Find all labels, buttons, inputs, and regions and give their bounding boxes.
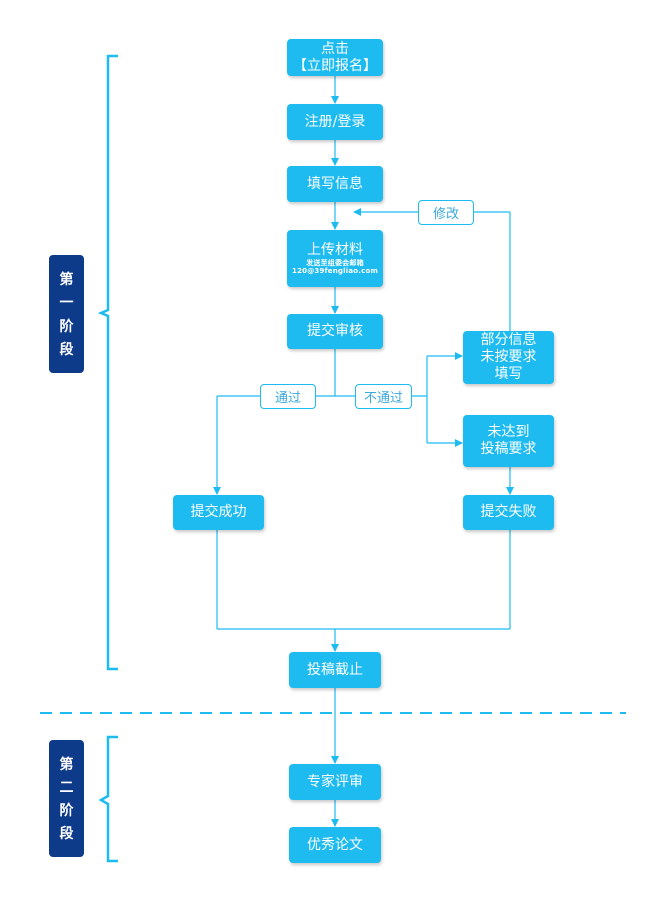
- stage-two-char-3: 阶: [59, 803, 74, 820]
- node-register-text: 注册/登录: [304, 113, 366, 130]
- node-fill-info-text: 填写信息: [307, 175, 363, 192]
- node-excellent-text: 优秀论文: [307, 836, 363, 853]
- node-expert-review: 专家评审: [289, 764, 381, 800]
- node-click-line2: 【立即报名】: [293, 57, 377, 74]
- stage-two-char-2: 二: [59, 779, 74, 796]
- node-upload-sub1: 发送至组委会邮箱: [306, 259, 364, 267]
- label-pass: 通过: [260, 384, 316, 409]
- node-register-login: 注册/登录: [287, 104, 383, 140]
- label-not-pass: 不通过: [355, 384, 412, 409]
- node-not-meet-line2: 投稿要求: [480, 441, 537, 457]
- stage-two-bracket: [98, 735, 118, 863]
- label-modify: 修改: [418, 200, 474, 225]
- node-click-register[interactable]: 点击 【立即报名】: [287, 39, 383, 76]
- node-excellent-paper: 优秀论文: [289, 827, 381, 863]
- node-deadline-text: 投稿截止: [307, 661, 363, 678]
- stage-one-char-3: 阶: [59, 318, 74, 335]
- node-submit-success: 提交成功: [173, 495, 264, 530]
- node-submission-deadline: 投稿截止: [289, 652, 381, 688]
- node-submit-fail: 提交失败: [463, 495, 554, 530]
- node-partial-line1: 部分信息: [480, 332, 537, 348]
- node-fail-text: 提交失败: [480, 504, 537, 520]
- node-upload-title: 上传材料: [307, 242, 363, 258]
- node-success-text: 提交成功: [190, 504, 247, 520]
- stage-one-char-2: 一: [59, 295, 74, 312]
- stage-one-char-4: 段: [59, 342, 74, 359]
- stage-one-bracket: [97, 54, 118, 671]
- node-fill-info: 填写信息: [287, 166, 383, 202]
- node-not-meet-requirements: 未达到 投稿要求: [463, 415, 554, 467]
- stage-two-char-1: 第: [59, 756, 74, 773]
- label-not-pass-text: 不通过: [363, 391, 403, 406]
- node-partial-line3: 填写: [494, 366, 523, 382]
- node-partial-info: 部分信息 未按要求 填写: [463, 331, 554, 384]
- node-click-line1: 点击: [321, 40, 349, 57]
- node-expert-text: 专家评审: [307, 773, 363, 790]
- node-partial-line2: 未按要求: [480, 349, 537, 365]
- label-pass-text: 通过: [274, 391, 301, 406]
- label-modify-text: 修改: [432, 207, 459, 222]
- node-submit-review: 提交审核: [287, 314, 383, 349]
- stage-two-label: 第 二 阶 段: [49, 740, 84, 857]
- stage-two-char-4: 段: [59, 826, 74, 843]
- stage-one-label: 第 一 阶 段: [49, 255, 84, 373]
- node-not-meet-line1: 未达到: [487, 424, 530, 440]
- node-submit-review-text: 提交审核: [307, 323, 363, 339]
- node-upload-email: 120@39fengliao.com: [292, 267, 378, 275]
- node-upload-material: 上传材料 发送至组委会邮箱 120@39fengliao.com: [287, 230, 383, 287]
- stage-one-char-1: 第: [59, 271, 74, 288]
